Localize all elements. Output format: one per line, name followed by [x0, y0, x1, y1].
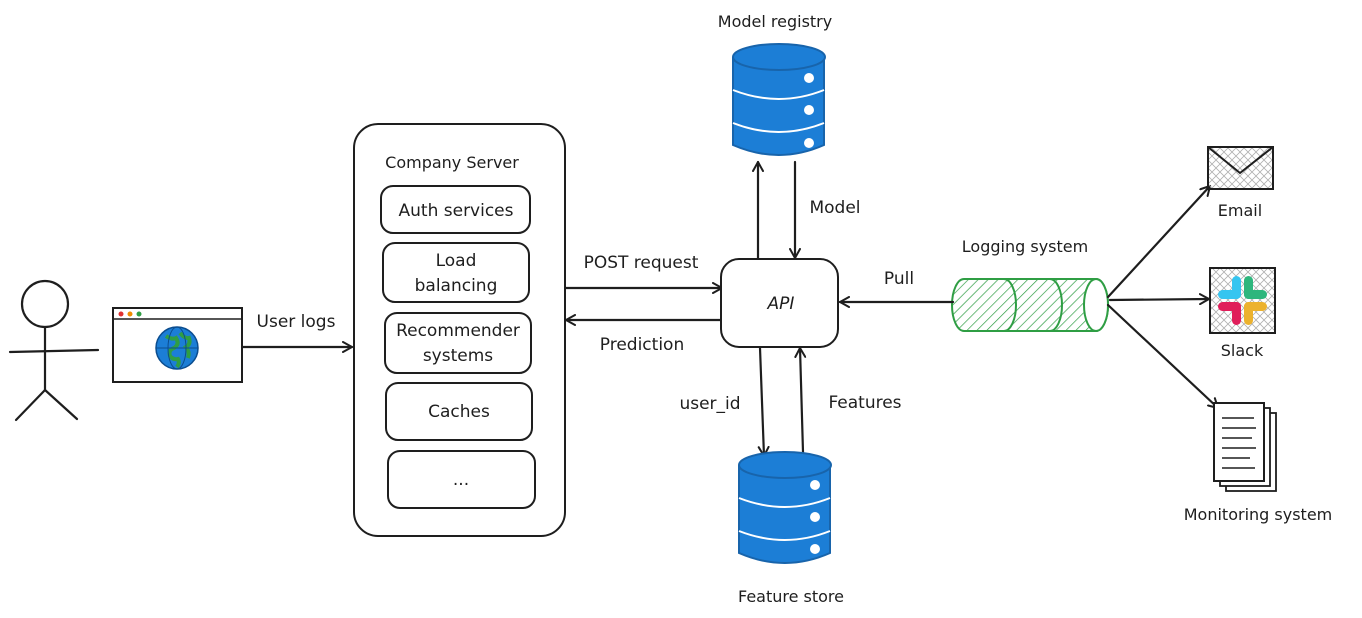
user-id-label: user_id: [679, 394, 740, 414]
pull-label: Pull: [884, 269, 914, 289]
model-registry-database-icon[interactable]: [732, 43, 826, 156]
post-request-label: POST request: [584, 253, 699, 273]
api-box[interactable]: API: [720, 258, 839, 348]
service-load-balancing[interactable]: Load balancing: [382, 242, 530, 303]
model-label: Model: [809, 198, 860, 218]
service-load-balancing-label-1: Load: [436, 251, 477, 271]
service-auth-label: Auth services: [399, 201, 514, 221]
monitoring-system-label: Monitoring system: [1184, 505, 1333, 524]
service-more-label: ...: [453, 470, 469, 490]
service-more[interactable]: ...: [387, 450, 536, 509]
service-load-balancing-label-2: balancing: [415, 276, 498, 296]
company-server[interactable]: Company Server Auth services Load balanc…: [353, 123, 566, 537]
email-label: Email: [1218, 201, 1262, 220]
feature-store-database-icon[interactable]: [738, 451, 832, 564]
stick-figure-icon: [8, 279, 100, 422]
browser-window-icon[interactable]: [112, 307, 243, 383]
logging-system-queue-cylinder-icon[interactable]: [951, 278, 1109, 332]
envelope-icon[interactable]: [1207, 146, 1274, 190]
to-slack-arrow: [1108, 293, 1211, 306]
feature-store-label: Feature store: [738, 587, 844, 606]
to-email-arrow: [1106, 184, 1212, 299]
service-recommender[interactable]: Recommender systems: [384, 312, 532, 374]
to-monitoring-arrow: [1106, 303, 1220, 410]
service-recommender-label-1: Recommender: [396, 321, 520, 341]
slack-label: Slack: [1221, 341, 1264, 360]
slack-logo-icon[interactable]: [1209, 267, 1276, 334]
prediction-label: Prediction: [600, 335, 684, 355]
model-registry-label: Model registry: [718, 12, 832, 31]
logging-system-label: Logging system: [962, 237, 1088, 256]
features-label: Features: [828, 393, 901, 413]
service-caches-label: Caches: [428, 402, 490, 422]
user-logs-label: User logs: [257, 312, 336, 332]
api-label: API: [767, 294, 795, 314]
documents-icon[interactable]: [1213, 402, 1277, 492]
service-caches[interactable]: Caches: [385, 382, 533, 441]
features-arrow: [794, 346, 807, 454]
service-auth[interactable]: Auth services: [380, 185, 531, 234]
service-recommender-label-2: systems: [423, 346, 493, 366]
company-server-title: Company Server: [385, 153, 519, 172]
user-id-arrow: [757, 346, 770, 458]
globe-icon: [155, 326, 199, 370]
